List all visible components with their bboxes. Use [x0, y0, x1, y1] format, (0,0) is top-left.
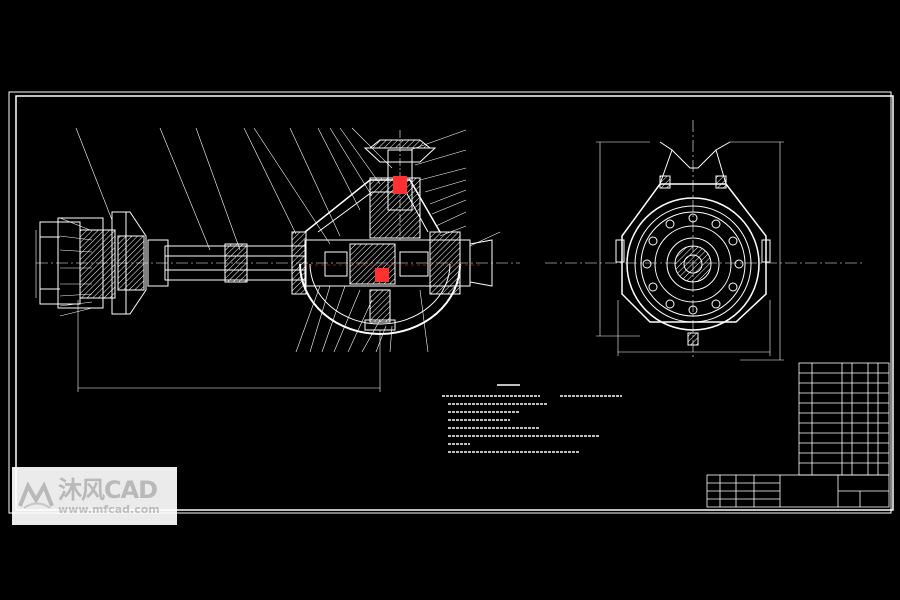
parts-list-table	[798, 362, 890, 476]
pinion-housing	[304, 130, 441, 282]
axle-tube	[164, 231, 307, 295]
axle-side-view	[615, 141, 771, 346]
watermark-url: www.mfcad.com	[58, 502, 160, 516]
bolt-circle-outer	[642, 213, 744, 315]
watermark: 沐风CAD www.mfcad.com	[12, 467, 177, 525]
watermark-title: 沐风CAD	[58, 475, 158, 504]
title-block	[706, 474, 890, 508]
axle-section-view	[39, 130, 493, 335]
technical-notes	[442, 384, 622, 453]
drawing-frame	[8, 91, 894, 514]
mfcad-logo-icon	[18, 481, 54, 509]
dimension-lines	[35, 141, 784, 392]
differential-housing	[299, 231, 493, 335]
leader-lines	[59, 127, 501, 353]
